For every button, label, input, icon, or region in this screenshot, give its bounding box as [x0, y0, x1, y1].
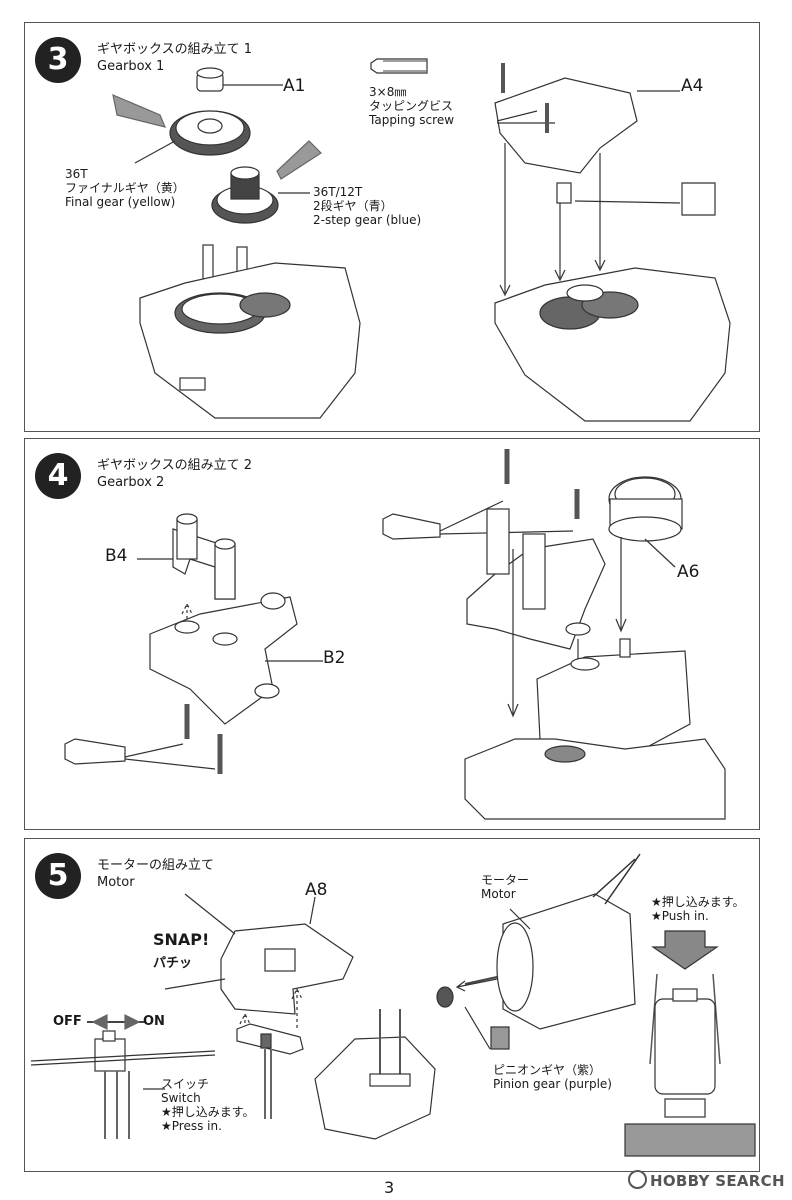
tapping-screw-en: Tapping screw	[369, 113, 455, 127]
push-in-en: ★Push in.	[651, 909, 709, 923]
push-in-label: ★押し込みます。 ★Push in.	[651, 895, 745, 923]
watermark: HOBBY SEARCH	[628, 1170, 785, 1190]
step-4-illustration	[64, 449, 726, 820]
part-label-a8: A8	[305, 880, 328, 900]
off-label: OFF	[53, 1014, 82, 1029]
switch-label: スイッチ Switch ★押し込みます。 ★Press in.	[161, 1077, 255, 1133]
step-title: ギヤボックスの組み立て 2 Gearbox 2	[97, 457, 252, 491]
step-title-ja: モーターの組み立て	[97, 858, 215, 873]
switch-press-ja: ★押し込みます。	[161, 1105, 255, 1119]
switch-press-en: ★Press in.	[161, 1119, 222, 1133]
step-number: 5	[35, 853, 81, 899]
tapping-screw-size: 3×8㎜	[369, 85, 407, 99]
pinion-label-ja: ピニオンギヤ（紫）	[493, 1063, 602, 1077]
pinion-label-en: Pinion gear (purple)	[493, 1077, 612, 1091]
page-number: 3	[384, 1178, 395, 1197]
step-number: 4	[35, 453, 81, 499]
switch-label-ja: スイッチ	[161, 1077, 210, 1091]
part-label-a6: A6	[677, 562, 700, 582]
step-title-ja: ギヤボックスの組み立て 2	[97, 458, 253, 473]
step-title: モーターの組み立て Motor	[97, 857, 214, 891]
final-gear-teeth: 36T	[65, 167, 88, 181]
motor-label-en: Motor	[481, 887, 516, 901]
snap-label-ja: パチッ	[153, 956, 193, 971]
two-step-gear-en: 2-step gear (blue)	[313, 213, 422, 227]
step-4-panel: 4 ギヤボックスの組み立て 2 Gearbox 2 B4 B2 A6	[24, 438, 760, 830]
step-title-ja: ギヤボックスの組み立て 1	[97, 42, 253, 57]
part-label-b2: B2	[323, 648, 346, 668]
push-in-ja: ★押し込みます。	[651, 895, 745, 909]
step-title-en: Gearbox 2	[97, 475, 165, 490]
step-5-panel: 5 モーターの組み立て Motor A8 SNAP! パチッ OFF ON スイ…	[24, 838, 760, 1172]
part-label-b4: B4	[105, 546, 128, 566]
motor-label: モーター Motor	[481, 873, 529, 901]
part-label-a4: A4	[681, 76, 704, 96]
step-title-en: Motor	[97, 875, 135, 890]
switch-label-en: Switch	[161, 1091, 201, 1105]
tapping-screw-label: 3×8㎜ タッピングビス Tapping screw	[369, 85, 454, 127]
two-step-gear-label: 36T/12T 2段ギヤ（青） 2-step gear (blue)	[313, 185, 421, 227]
final-gear-en: Final gear (yellow)	[65, 195, 176, 209]
step-5-illustration	[30, 853, 756, 1157]
part-label-a1: A1	[283, 76, 306, 96]
two-step-gear-teeth: 36T/12T	[313, 185, 363, 199]
motor-label-ja: モーター	[481, 873, 530, 887]
step-title: ギヤボックスの組み立て 1 Gearbox 1	[97, 41, 252, 75]
final-gear-label: 36T ファイナルギヤ（黄） Final gear (yellow)	[65, 167, 185, 209]
on-label: ON	[143, 1014, 165, 1029]
two-step-gear-ja: 2段ギヤ（青）	[313, 199, 393, 213]
snap-label-en: SNAP!	[153, 930, 210, 949]
tapping-screw-ja: タッピングビス	[369, 99, 454, 113]
pinion-label: ピニオンギヤ（紫） Pinion gear (purple)	[493, 1063, 612, 1091]
step-3-panel: 3 ギヤボックスの組み立て 1 Gearbox 1 A1 A4 36T ファイナ…	[24, 22, 760, 432]
step-3-illustration	[112, 58, 731, 422]
step-title-en: Gearbox 1	[97, 59, 165, 74]
step-number: 3	[35, 37, 81, 83]
brand-logo-icon	[628, 1170, 647, 1189]
final-gear-ja: ファイナルギヤ（黄）	[65, 181, 185, 195]
watermark-text: HOBBY SEARCH	[650, 1172, 785, 1190]
